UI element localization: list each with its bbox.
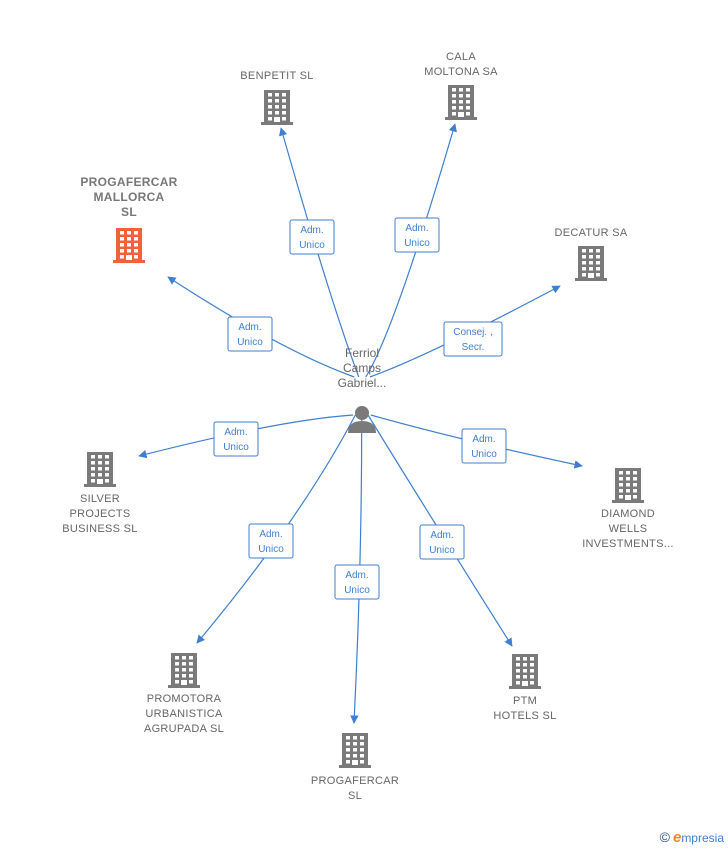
role-badge-diamond-wells[interactable]: Adm. Unico: [461, 428, 507, 464]
role-badge-text: Adm.: [405, 223, 428, 234]
role-badge-benpetit[interactable]: Adm. Unico: [289, 219, 335, 255]
role-badge-text: Unico: [223, 442, 249, 453]
role-badge-box: [289, 219, 335, 255]
edge-ptm-hotels: [367, 414, 513, 647]
company-label: BUSINESS SL: [62, 523, 137, 535]
company-node-cala-moltona[interactable]: CALA MOLTONA SA: [424, 51, 498, 120]
role-badge-text: Unico: [258, 544, 284, 555]
brand-watermark: ©empresia: [660, 829, 724, 846]
role-badge-text: Adm.: [224, 427, 247, 438]
company-node-ptm-hotels[interactable]: PTM HOTELS SL: [493, 654, 556, 722]
company-node-diamond-wells[interactable]: DIAMOND WELLS INVESTMENTS...: [582, 468, 674, 550]
person-icon: [348, 406, 376, 433]
company-label: SILVER: [80, 493, 120, 505]
role-badge-ptm-hotels[interactable]: Adm. Unico: [419, 524, 465, 560]
role-badge-text: Unico: [237, 337, 263, 348]
brand-logo-initial: e: [672, 829, 682, 846]
company-label: PTM: [513, 695, 537, 707]
company-label: DECATUR SA: [554, 227, 627, 239]
copyright-symbol: ©: [659, 829, 670, 845]
building-icon: [575, 246, 607, 281]
company-label: DIAMOND: [601, 508, 655, 520]
role-badge-progafercar[interactable]: Adm. Unico: [334, 564, 380, 600]
role-badge-box: [419, 524, 465, 560]
company-label: MOLTONA SA: [424, 66, 498, 78]
role-badge-silver-projects[interactable]: Adm. Unico: [213, 421, 259, 457]
edge-silver-projects: [138, 414, 354, 459]
role-badge-text: Consej. ,: [453, 327, 492, 338]
role-badge-text: Adm.: [300, 225, 323, 236]
building-icon: [113, 228, 145, 263]
building-icon: [509, 654, 541, 689]
role-badge-box: [394, 217, 440, 253]
company-label: INVESTMENTS...: [582, 538, 674, 550]
company-label: AGRUPADA SL: [144, 723, 224, 735]
role-badge-text: Adm.: [345, 570, 368, 581]
person-label: Ferriol: [345, 346, 379, 360]
role-badge-progafercar-mallorca[interactable]: Adm. Unico: [227, 316, 273, 352]
edge-benpetit: [279, 127, 360, 378]
role-badge-text: Unico: [344, 585, 370, 596]
role-badge-text: Unico: [429, 545, 455, 556]
company-node-silver-projects[interactable]: SILVER PROJECTS BUSINESS SL: [62, 452, 137, 535]
company-label: URBANISTICA: [145, 708, 223, 720]
role-badge-box: [213, 421, 259, 457]
building-icon: [84, 452, 116, 487]
company-label: PROGAFERCAR: [311, 775, 399, 787]
person-label: Camps: [343, 361, 381, 375]
role-badge-text: Secr.: [462, 342, 485, 353]
role-badge-box: [248, 523, 294, 559]
building-icon: [339, 733, 371, 768]
person-label: Gabriel...: [338, 376, 387, 390]
role-badge-text: Unico: [471, 449, 497, 460]
company-label: PROMOTORA: [147, 693, 222, 705]
company-node-decatur[interactable]: DECATUR SA: [554, 227, 628, 281]
company-label: WELLS: [609, 523, 648, 535]
role-badge-promotora[interactable]: Adm. Unico: [248, 523, 294, 559]
role-badge-box: [334, 564, 380, 600]
role-badge-box: [227, 316, 273, 352]
building-icon: [445, 85, 477, 120]
company-label: BENPETIT SL: [240, 70, 313, 82]
role-badge-box: [443, 321, 503, 357]
company-label: PROGAFERCAR: [80, 175, 177, 189]
company-label: SL: [121, 205, 137, 219]
edge-cala-moltona: [365, 123, 457, 378]
building-icon: [612, 468, 644, 503]
person-node[interactable]: FerriolCampsGabriel...: [338, 346, 387, 433]
role-badge-cala-moltona[interactable]: Adm. Unico: [394, 217, 440, 253]
building-icon: [168, 653, 200, 688]
building-icon: [261, 90, 293, 125]
role-badge-text: Adm.: [238, 322, 261, 333]
company-label: CALA: [446, 51, 476, 63]
company-label: SL: [348, 790, 362, 802]
role-badge-text: Unico: [404, 238, 430, 249]
company-node-progafercar[interactable]: PROGAFERCAR SL: [311, 733, 399, 802]
role-badge-decatur[interactable]: Consej. , Secr.: [443, 321, 503, 357]
company-label: PROJECTS: [69, 508, 130, 520]
role-badge-box: [461, 428, 507, 464]
role-badge-text: Unico: [299, 240, 325, 251]
role-badge-text: Adm.: [430, 530, 453, 541]
company-node-benpetit[interactable]: BENPETIT SL: [240, 70, 313, 125]
brand-name: mpresia: [681, 831, 724, 845]
role-badge-text: Adm.: [472, 434, 495, 445]
company-node-promotora[interactable]: PROMOTORA URBANISTICA AGRUPADA SL: [144, 653, 224, 735]
company-label: MALLORCA: [93, 190, 164, 204]
role-badge-text: Adm.: [259, 529, 282, 540]
company-label: HOTELS SL: [493, 710, 556, 722]
